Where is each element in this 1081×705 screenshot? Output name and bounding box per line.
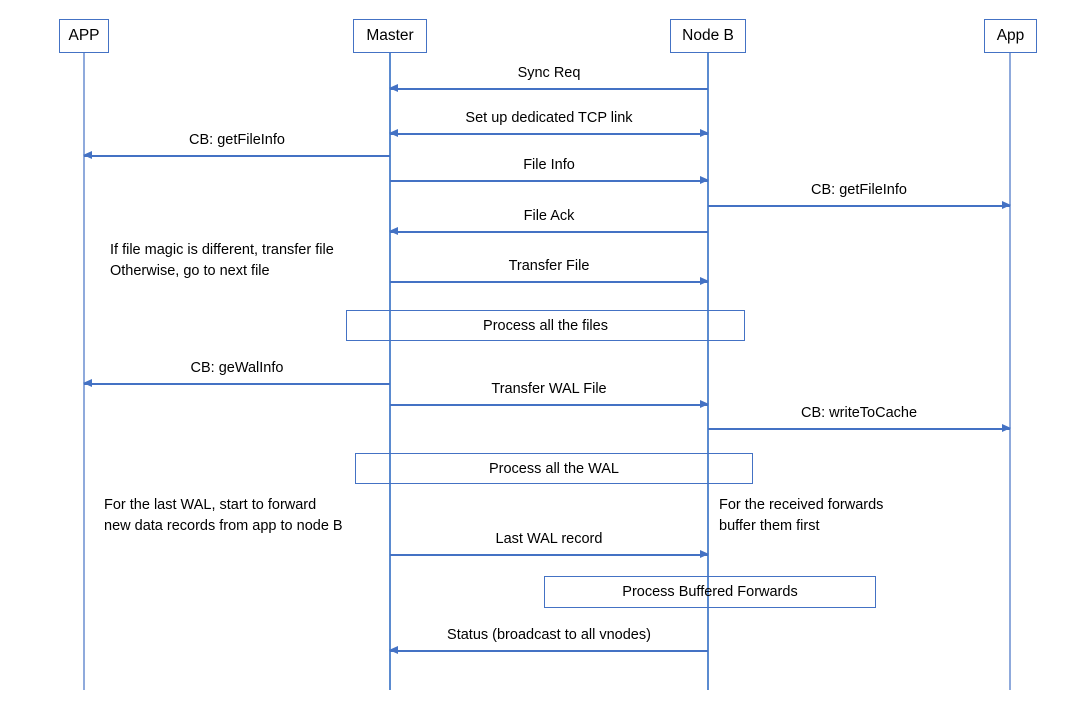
message-label: Last WAL record [495,531,603,548]
arrowhead-right-icon [1002,423,1011,432]
message-label: CB: getFileInfo [811,182,907,199]
message-label: CB: getFileInfo [189,132,285,149]
arrowhead-right-icon [1002,200,1011,209]
message-line [84,155,390,157]
arrowhead-left-icon [389,83,398,92]
message-label: File Ack [523,208,575,225]
message-line [390,554,708,556]
note-last-wal-forward: For the last WAL, start to forward new d… [104,497,343,534]
arrowhead-right-icon [700,175,709,184]
participant-label: Node B [682,27,734,45]
participant-label: Master [366,27,414,45]
participant-node-b[interactable]: Node B [670,19,746,53]
message-line [390,133,708,135]
message-line [390,650,708,652]
message-label: Transfer File [508,258,590,275]
note-file-magic: If file magic is different, transfer fil… [110,242,334,279]
lifeline-app-left [83,53,85,690]
process-box-label: Process Buffered Forwards [622,584,798,600]
message-line [390,180,708,182]
message-line [390,281,708,283]
message-label: Status (broadcast to all vnodes) [447,627,651,644]
note-buffer-forwards-first: For the received forwards buffer them fi… [719,497,884,534]
message-label: Sync Req [517,65,581,82]
arrowhead-left-icon [389,645,398,654]
message-label: Set up dedicated TCP link [465,110,633,127]
process-box-buffered-forwards[interactable]: Process Buffered Forwards [544,576,876,608]
arrowhead-left-icon [389,128,398,137]
message-line [708,428,1010,430]
participant-label: App [996,27,1025,45]
lifeline-node-b [707,53,709,690]
message-line [708,205,1010,207]
arrowhead-right-icon [700,399,709,408]
message-label: Transfer WAL File [491,381,607,398]
arrowhead-right-icon [700,276,709,285]
message-label: CB: writeToCache [800,405,918,422]
participant-app-right[interactable]: App [984,19,1037,53]
arrowhead-left-icon [83,378,92,387]
arrowhead-left-icon [83,150,92,159]
participant-app-left[interactable]: APP [59,19,109,53]
message-line [390,231,708,233]
process-box-label: Process all the WAL [488,460,619,477]
lifeline-app-right [1009,53,1011,690]
message-label: File Info [523,157,575,174]
message-line [390,88,708,90]
message-label: CB: geWalInfo [190,360,284,377]
process-box-all-wal[interactable]: Process all the WAL [355,453,753,484]
message-line [84,383,390,385]
message-line [390,404,708,406]
participant-label: APP [68,27,100,45]
process-box-label: Process all the files [483,317,608,334]
arrowhead-right-icon [700,128,709,137]
participant-master[interactable]: Master [353,19,427,53]
arrowhead-left-icon [389,226,398,235]
process-box-all-files[interactable]: Process all the files [346,310,745,341]
arrowhead-right-icon [700,549,709,558]
lifeline-master [389,53,391,690]
